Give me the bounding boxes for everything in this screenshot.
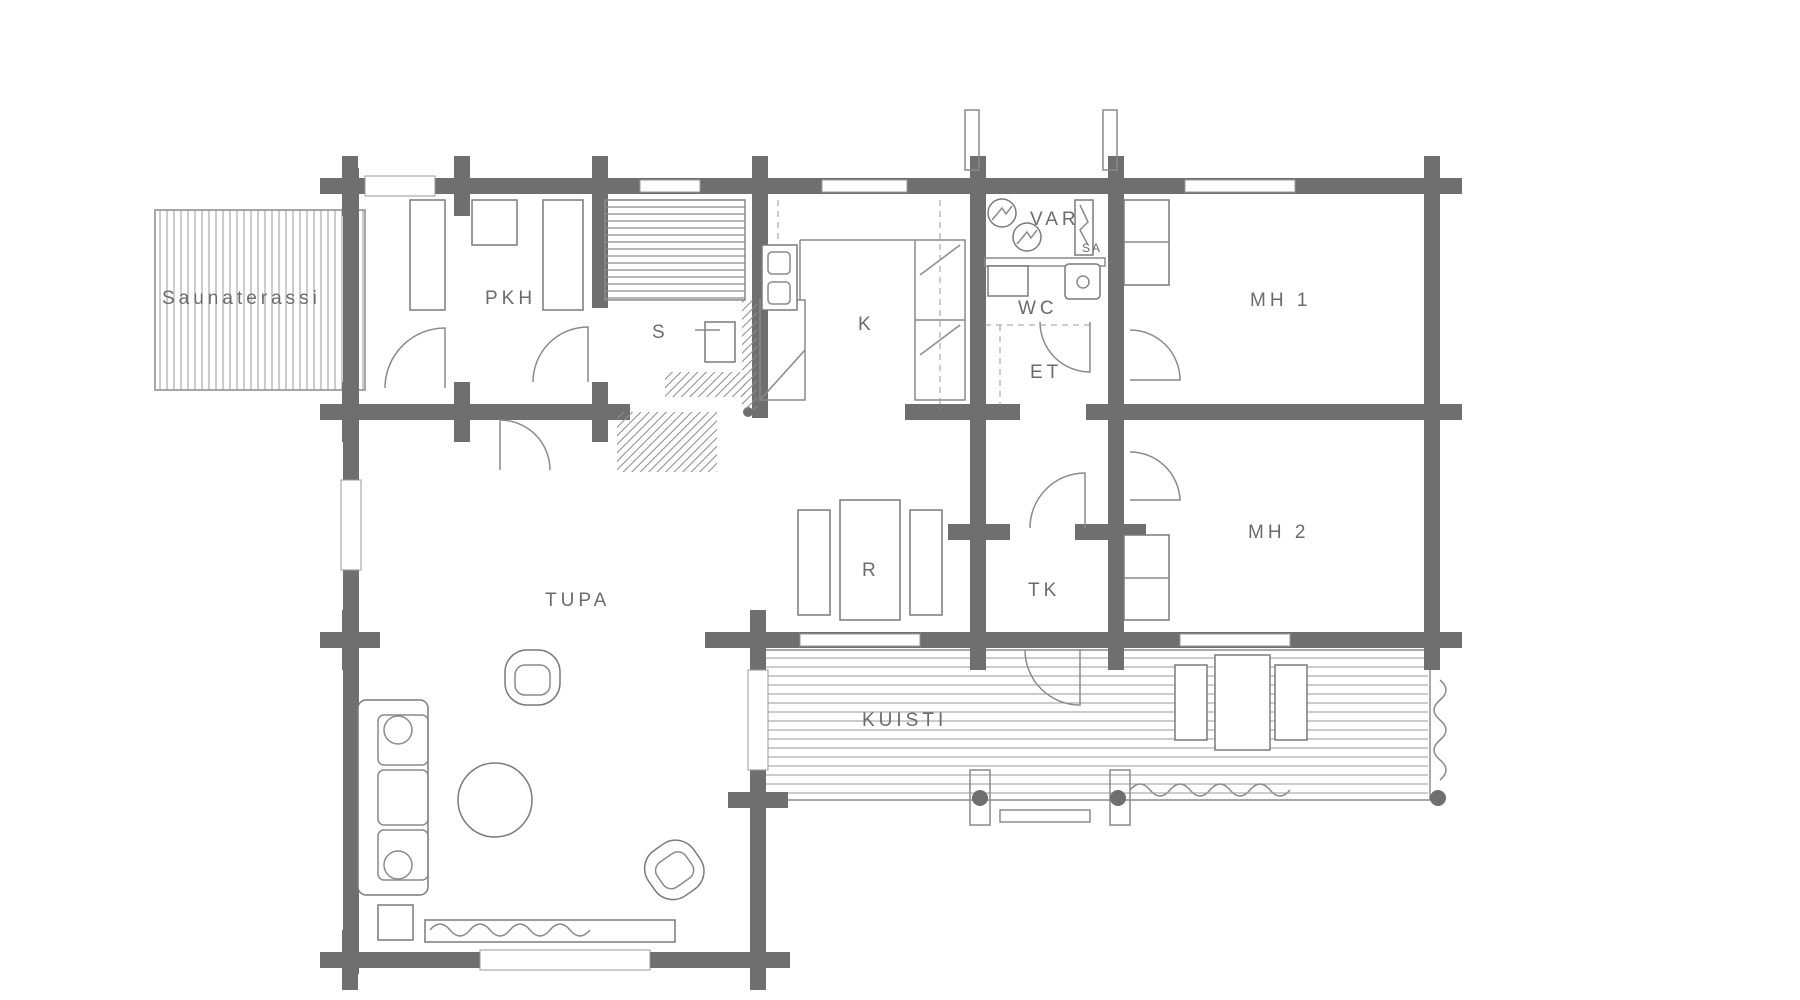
label-tk: TK [1028, 580, 1060, 601]
label-sauna: S [652, 322, 669, 343]
dining-set [797, 499, 943, 621]
label-mh1: MH 1 [1250, 290, 1311, 311]
label-et: ET [1030, 362, 1062, 383]
doors [384, 321, 1181, 706]
utility-fixtures [984, 198, 1106, 405]
windows [340, 109, 1296, 971]
label-tupa: TUPA [545, 590, 610, 611]
living-room-furniture [357, 649, 705, 943]
porch-furniture [969, 654, 1447, 826]
sauna-fixtures [409, 199, 806, 472]
label-wc: WC [1018, 298, 1058, 319]
label-saunaterassi: Saunaterassi [162, 288, 321, 309]
label-pkh: PKH [485, 288, 536, 309]
porch-deck [759, 649, 1431, 801]
label-r: R [862, 560, 880, 581]
label-sa: SA [1082, 241, 1102, 255]
label-mh2: MH 2 [1248, 522, 1309, 543]
room-labels: Saunaterassi PKH S K VAR SA WC ET MH 1 M… [162, 209, 1311, 731]
label-kitchen: K [858, 314, 875, 335]
kitchen-fixtures [761, 200, 966, 410]
wardrobes [1123, 199, 1170, 621]
label-kuisti: KUISTI [862, 710, 947, 731]
label-var: VAR [1030, 209, 1080, 230]
